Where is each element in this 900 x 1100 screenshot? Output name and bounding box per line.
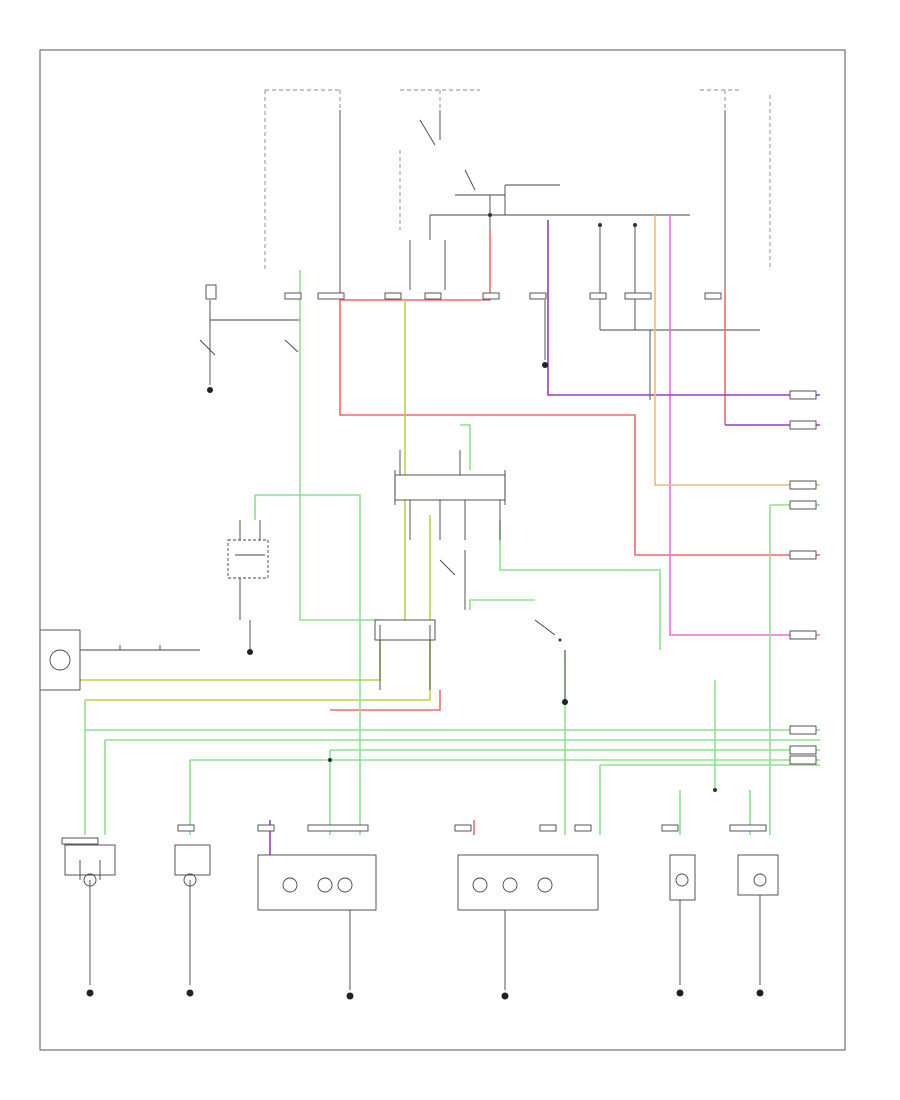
lamp-right-side-marker (669, 854, 696, 985)
lamp-license (174, 844, 211, 985)
ground-symbol (186, 989, 194, 997)
light-relay-unit (394, 450, 506, 610)
door-switch (534, 619, 566, 700)
ground-symbol (676, 989, 684, 997)
diagram-frame (39, 49, 846, 1051)
lamp-right-front (737, 854, 779, 985)
ground-symbol (562, 699, 568, 705)
lamp-left-rear-combination (257, 854, 377, 990)
power-feeds (264, 89, 771, 270)
green-wires (84, 270, 820, 835)
ground-symbol (207, 387, 213, 393)
fog-light-switch (227, 520, 269, 650)
combination-switch (374, 619, 436, 690)
ground-symbol (501, 992, 509, 1000)
lamp-left-front (64, 844, 116, 985)
ground-points (86, 362, 764, 1000)
ground-symbol (542, 362, 548, 368)
wire-tags (61, 292, 767, 845)
ground-symbol (756, 989, 764, 997)
splice-points (328, 213, 717, 792)
ground-symbol (247, 649, 253, 655)
headlight-switch (199, 284, 301, 430)
orange-wires (654, 215, 820, 486)
ground-symbol (86, 989, 94, 997)
right-edge-connectors (789, 390, 817, 765)
switch-connector (205, 284, 217, 300)
fuse-feeds (339, 110, 760, 400)
left-headlight (39, 629, 200, 691)
ground-symbol (346, 992, 354, 1000)
red-wires (330, 230, 820, 835)
lamp-right-rear-combination (457, 854, 599, 990)
